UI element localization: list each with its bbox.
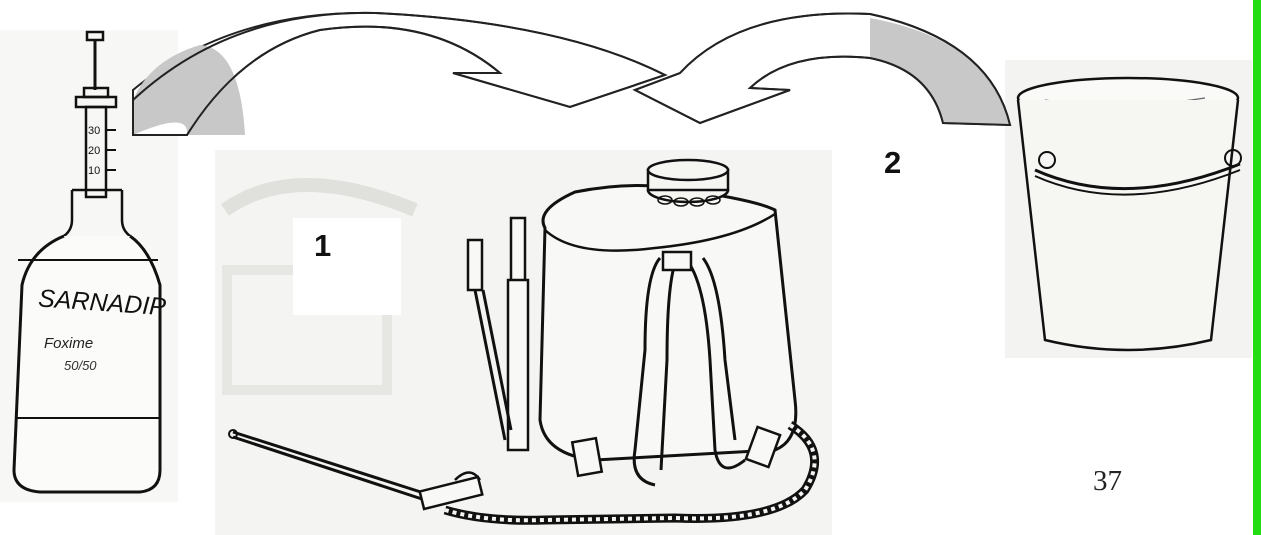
accent-bar: [1253, 0, 1261, 535]
page-number: 37: [1093, 465, 1122, 498]
step-1-label: 1: [314, 228, 331, 264]
step-2-label: 2: [884, 145, 901, 181]
step-1-box: [293, 218, 401, 315]
